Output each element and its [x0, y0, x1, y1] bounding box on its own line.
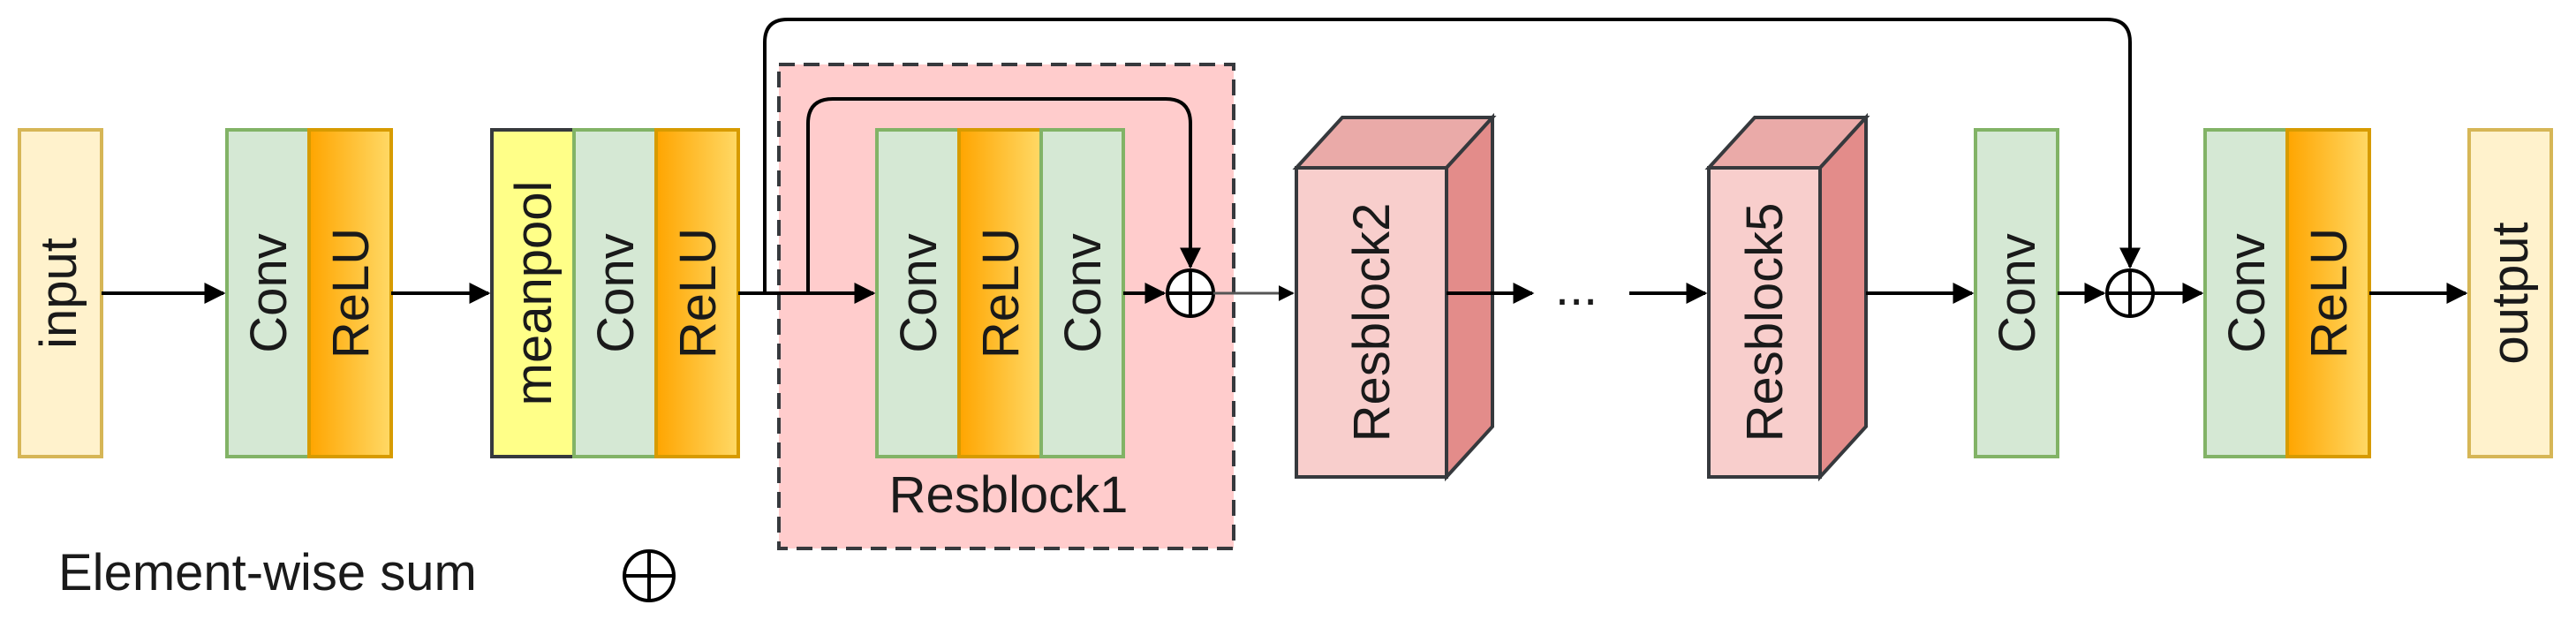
- resblock1-conv-a: [875, 128, 961, 458]
- conv-block-2: [572, 128, 658, 458]
- sum-node-2: [2105, 268, 2155, 318]
- skip-connection-resblock1: [806, 97, 1201, 293]
- resblock1-conv-a-label: Conv: [890, 233, 948, 352]
- resblock1-relu-label: ReLU: [972, 228, 1030, 359]
- resblock1-label: Resblock1: [889, 466, 1129, 524]
- conv-block-4: [2203, 128, 2289, 458]
- ellipsis-label: ...: [1555, 259, 1598, 316]
- relu-block-2: [654, 128, 740, 458]
- conv-label-1: Conv: [240, 233, 298, 352]
- resblock1-conv-b-label: Conv: [1054, 233, 1112, 352]
- meanpool-block: [490, 128, 576, 458]
- conv-block-3: [1974, 128, 2059, 458]
- conv-label-2: Conv: [587, 233, 645, 352]
- sum-node-1: [1166, 268, 1215, 318]
- relu-block-3: [2285, 128, 2371, 458]
- conv-label-3: Conv: [1989, 233, 2046, 352]
- legend-label: Element-wise sum: [58, 544, 477, 601]
- output-label: output: [2482, 222, 2539, 364]
- element-wise-sum-icon: [623, 549, 676, 602]
- input-block: [18, 128, 103, 458]
- conv-block-1: [225, 128, 311, 458]
- output-block: [2467, 128, 2553, 458]
- meanpool-label: meanpool: [505, 181, 563, 406]
- input-label: input: [30, 238, 87, 349]
- resblock5-label: Resblock5: [1736, 203, 1794, 442]
- resblock1-conv-b: [1039, 128, 1125, 458]
- relu-label-1: ReLU: [322, 228, 380, 359]
- skip-connection-global: [763, 18, 2141, 293]
- resblock5-cube: Resblock5: [1704, 112, 1870, 482]
- conv-label-4: Conv: [2218, 233, 2276, 352]
- relu-label-3: ReLU: [2300, 228, 2358, 359]
- resblock1-relu: [957, 128, 1043, 458]
- resblock2-label: Resblock2: [1343, 203, 1401, 442]
- relu-label-2: ReLU: [669, 228, 727, 359]
- resblock2-cube: Resblock2: [1292, 112, 1497, 482]
